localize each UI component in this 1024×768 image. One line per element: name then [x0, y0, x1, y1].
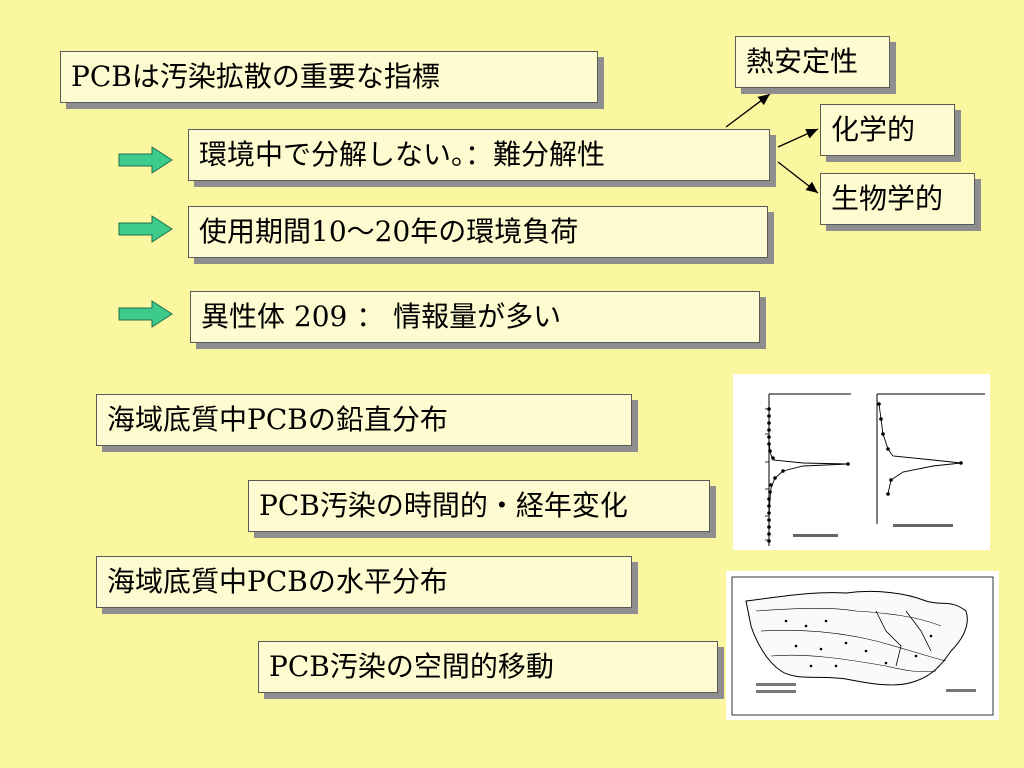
horizontal-distribution-box: 海域底質中PCBの水平分布	[96, 556, 632, 608]
graph-thumbnail-drawing	[765, 393, 985, 546]
right-arrow-icon	[118, 215, 173, 243]
biological-text: 生物学的	[831, 182, 944, 215]
connector-to-chemical	[777, 128, 819, 148]
usage-load-box: 使用期間10～20年の環境負荷	[188, 206, 768, 258]
graph-thumbnail	[733, 374, 990, 550]
right-arrow-icon	[118, 300, 173, 328]
thermal-stability-box: 熱安定性	[735, 36, 890, 88]
main-title-text: PCBは汚染拡散の重要な指標	[71, 60, 440, 93]
connector-to-biological	[777, 161, 819, 194]
isomers-text: 異性体 209 ： 情報量が多い	[201, 300, 562, 333]
nondegradable-text: 環境中で分解しない。：難分解性	[199, 138, 606, 171]
thermal-stability-text: 熱安定性	[746, 45, 859, 78]
vertical-distribution-box: 海域底質中PCBの鉛直分布	[96, 394, 632, 446]
spatial-movement-text: PCB汚染の空間的移動	[269, 650, 554, 683]
main-title-box: PCBは汚染拡散の重要な指標	[60, 51, 598, 103]
chemical-text: 化学的	[831, 113, 916, 146]
right-arrow-icon	[118, 146, 173, 174]
vertical-distribution-text: 海域底質中PCBの鉛直分布	[107, 403, 448, 436]
usage-load-text: 使用期間10～20年の環境負荷	[199, 215, 579, 248]
temporal-change-text: PCB汚染の時間的・経年変化	[259, 489, 628, 522]
connector-to-thermal	[725, 93, 771, 128]
chemical-box: 化学的	[820, 104, 955, 156]
map-thumbnail	[726, 571, 999, 720]
nondegradable-box: 環境中で分解しない。：難分解性	[188, 129, 770, 181]
map-thumbnail-drawing	[731, 576, 994, 716]
isomers-box: 異性体 209 ： 情報量が多い	[190, 291, 760, 343]
horizontal-distribution-text: 海域底質中PCBの水平分布	[107, 565, 448, 598]
spatial-movement-box: PCB汚染の空間的移動	[258, 641, 718, 693]
temporal-change-box: PCB汚染の時間的・経年変化	[248, 480, 710, 532]
biological-box: 生物学的	[820, 173, 975, 225]
